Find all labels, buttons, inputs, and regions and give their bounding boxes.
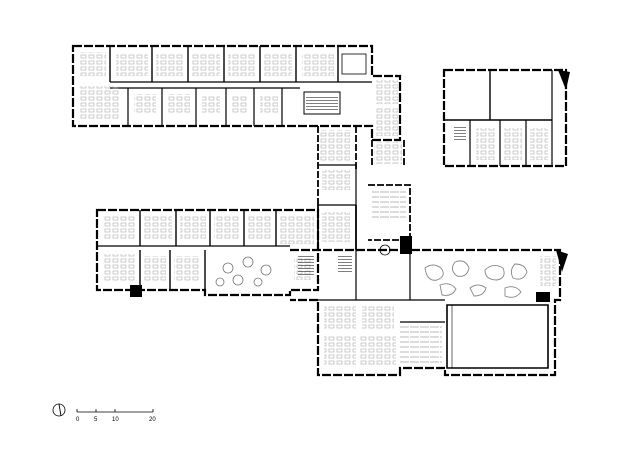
north-arrow bbox=[52, 403, 66, 417]
detached-building bbox=[442, 68, 570, 168]
scale-label-0: 0 bbox=[76, 417, 80, 423]
scale-label-20: 20 bbox=[149, 417, 156, 423]
central-spine bbox=[317, 126, 412, 256]
south-east-wing bbox=[290, 248, 568, 377]
north-wing bbox=[71, 44, 402, 142]
scale-label-5: 5 bbox=[94, 417, 98, 423]
north-arrow-icon bbox=[52, 403, 66, 417]
scale-label-10: 10 bbox=[112, 417, 119, 423]
scale-bar: 0 5 10 20 bbox=[76, 409, 156, 423]
west-wing bbox=[95, 208, 320, 297]
